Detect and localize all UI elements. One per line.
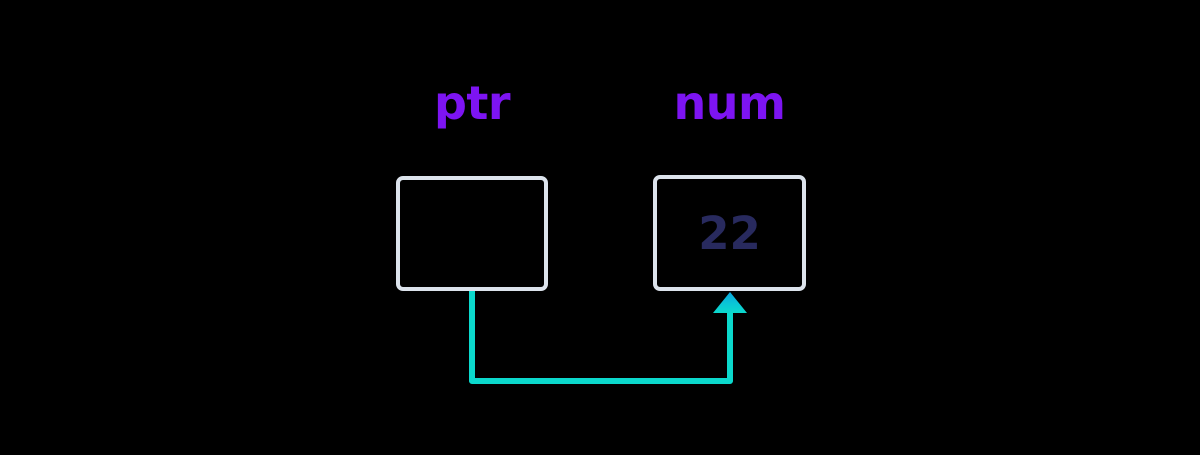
variable-box-num: 22 <box>653 175 806 291</box>
variable-box-ptr <box>396 176 548 291</box>
connector-arrowhead-icon <box>713 292 747 313</box>
variable-label-num: num <box>673 76 786 130</box>
variable-label-ptr: ptr <box>433 76 511 130</box>
connector-path <box>469 291 733 384</box>
variable-value-num: 22 <box>698 206 761 260</box>
